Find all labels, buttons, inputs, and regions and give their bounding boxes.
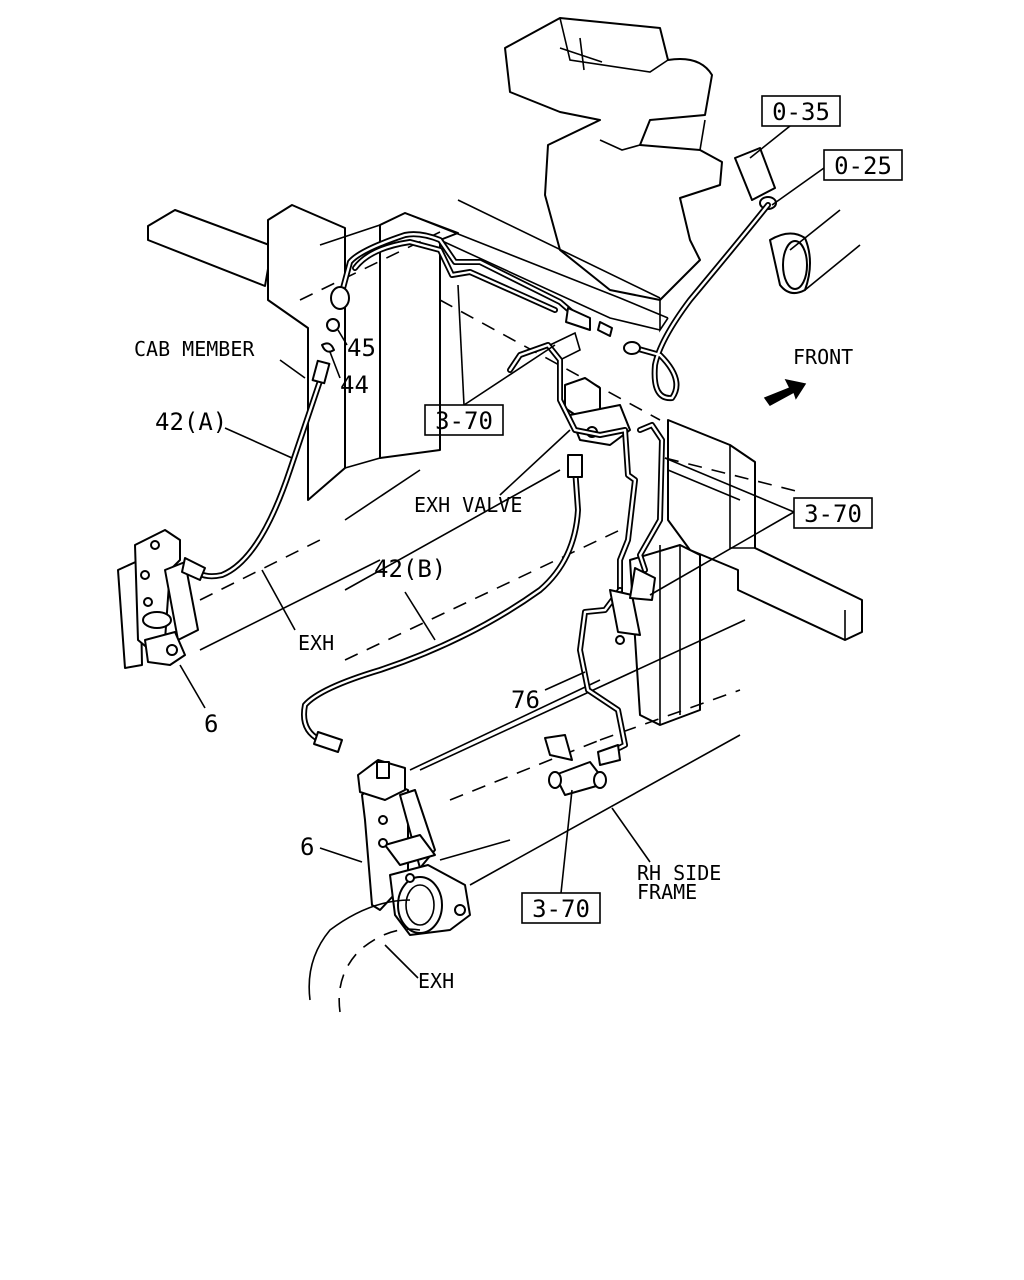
front-indicator: FRONT (763, 345, 853, 406)
exhaust-outlet (769, 209, 861, 295)
ref-box-3-70-a-text: 3-70 (435, 407, 493, 435)
ref-box-3-70-a: 3-70 (424, 404, 504, 436)
ref-box-3-70-b: 3-70 (793, 497, 873, 529)
ref-box-3-70-b-text: 3-70 (804, 500, 862, 528)
brake-chamber-left (117, 529, 206, 669)
ref-box-0-25: 0-25 (823, 149, 903, 181)
frame-label: FRAME (637, 880, 697, 904)
pipe-42b (301, 454, 583, 753)
exh-lower-label: EXH (418, 969, 454, 993)
sensor-part (734, 147, 777, 210)
exh-upper-label: EXH (298, 631, 334, 655)
rh-side-label: RH SIDE (637, 861, 721, 885)
part-42a-label: 42(A) (155, 408, 227, 436)
engine-intake-body (504, 17, 723, 301)
rear-crossmember (667, 419, 863, 641)
pipe-42a (187, 359, 331, 580)
tee-fitting (609, 567, 656, 645)
exh-valve-label: EXH VALVE (414, 493, 522, 517)
lower-tee-fitting (544, 734, 621, 796)
ref-box-0-35: 0-35 (761, 95, 841, 127)
frame-dashed-lines (199, 231, 801, 886)
arrow-front-icon (763, 378, 807, 406)
brake-chamber-lower (357, 759, 471, 936)
pipe-valve-to-tee (507, 342, 665, 758)
part-6-left-label: 6 (204, 710, 218, 738)
pipe-upper-loop (321, 231, 613, 353)
cab-member-label: CAB MEMBER (134, 337, 255, 361)
part-42b-label: 42(B) (374, 555, 446, 583)
lower-exhaust-pipe (308, 839, 511, 1013)
part-45-label: 45 (347, 334, 376, 362)
ref-box-3-70-c-text: 3-70 (532, 895, 590, 923)
ref-box-0-35-text: 0-35 (772, 98, 830, 126)
pipe-0-25 (623, 202, 771, 402)
part-6-lower-label: 6 (300, 833, 314, 861)
part-44-label: 44 (340, 371, 369, 399)
ref-box-0-25-text: 0-25 (834, 152, 892, 180)
ref-box-3-70-c: 3-70 (521, 892, 601, 924)
part-76-label: 76 (511, 686, 540, 714)
front-label: FRONT (793, 345, 853, 369)
